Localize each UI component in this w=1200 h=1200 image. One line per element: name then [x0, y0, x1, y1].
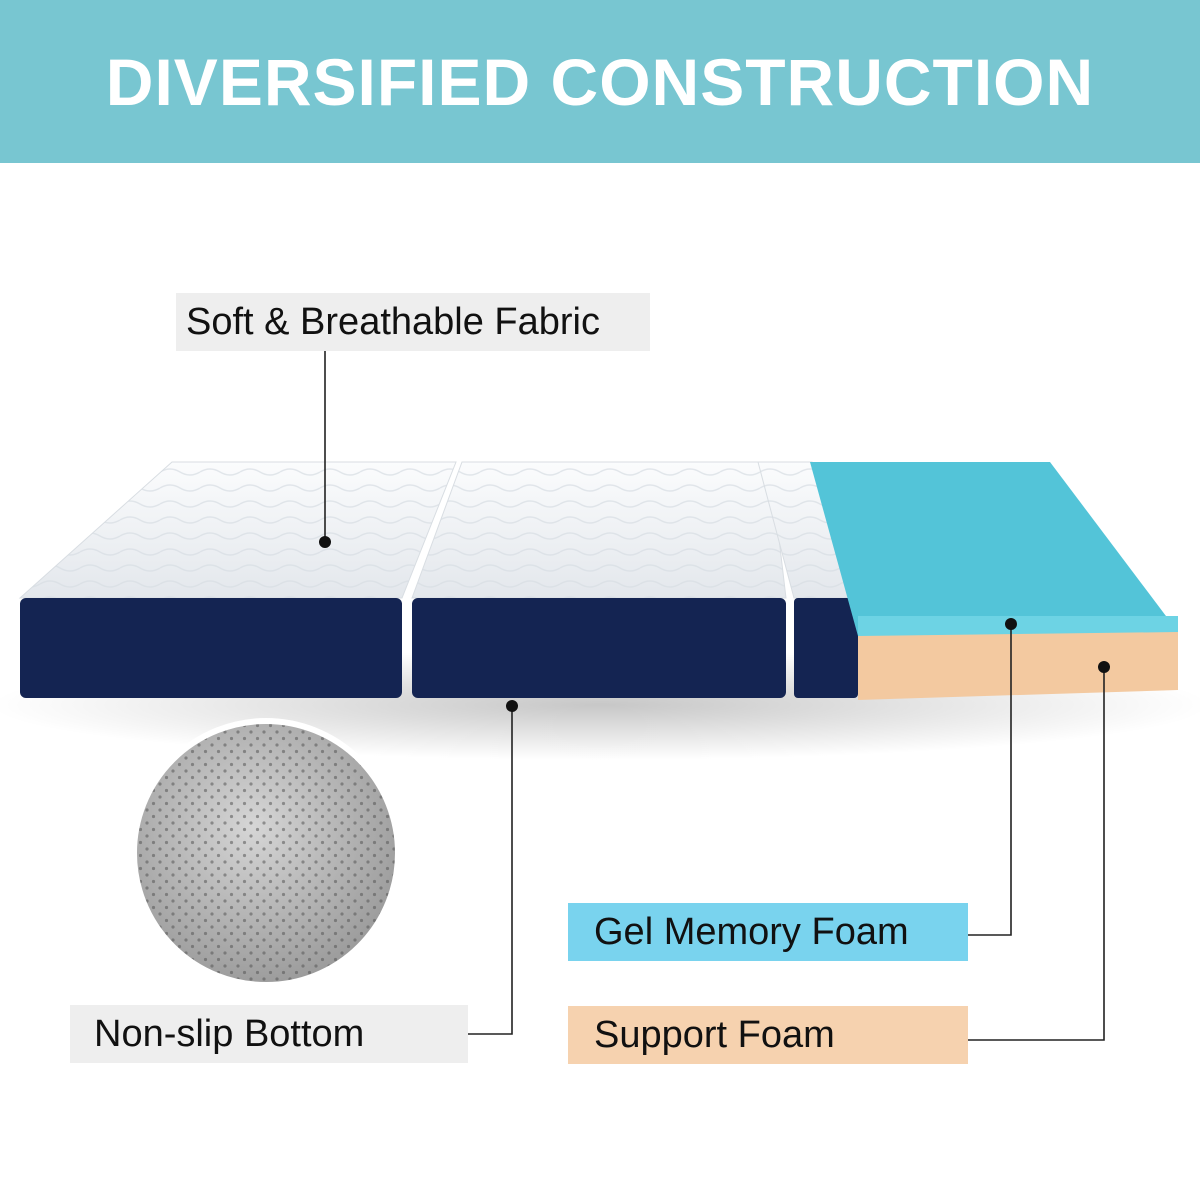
callout-gel-foam: Gel Memory Foam [568, 903, 968, 961]
callout-dots [319, 536, 1110, 712]
callout-support-foam-text: Support Foam [594, 1013, 835, 1056]
callout-nonslip: Non-slip Bottom [70, 1005, 468, 1063]
mattress-segment-1 [18, 461, 457, 698]
callout-fabric-text: Soft & Breathable Fabric [186, 300, 600, 343]
nonslip-texture-circle [131, 718, 401, 988]
gel-foam-edge [858, 616, 1178, 636]
page-title: DIVERSIFIED CONSTRUCTION [105, 44, 1095, 119]
mattress-segment-3 [757, 461, 1178, 700]
gel-foam-top [810, 462, 1178, 636]
header-banner: DIVERSIFIED CONSTRUCTION [0, 0, 1200, 163]
callout-nonslip-text: Non-slip Bottom [94, 1012, 365, 1055]
callout-support-foam: Support Foam [568, 1006, 968, 1064]
support-foam-layer [858, 632, 1178, 700]
mattress-segment-2 [411, 461, 787, 698]
callout-fabric: Soft & Breathable Fabric [176, 293, 650, 351]
callout-gel-foam-text: Gel Memory Foam [594, 910, 909, 953]
